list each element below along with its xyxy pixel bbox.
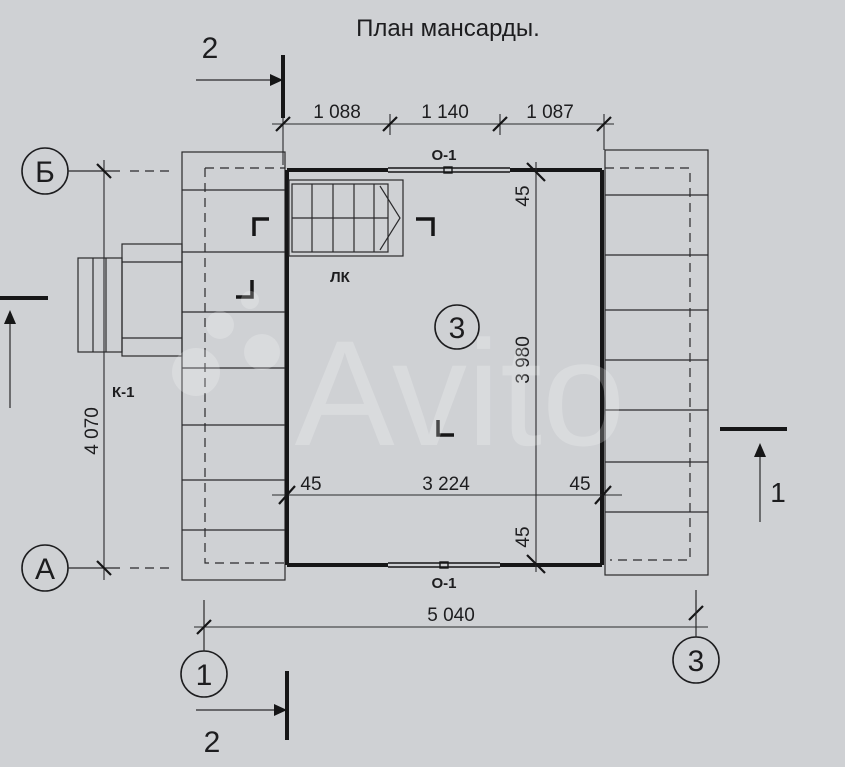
- dim-left-overall: [96, 160, 112, 580]
- section-1-left: [0, 296, 48, 408]
- room-walls: [285, 168, 604, 567]
- section-2-bottom-label: 2: [204, 726, 221, 759]
- axis-1-label: 1: [196, 659, 213, 692]
- window-top-label: О-1: [431, 147, 456, 164]
- dim-inner-height: 3 980: [513, 336, 534, 384]
- axis-a-label: А: [35, 553, 55, 586]
- stair-label: ЛК: [330, 269, 351, 286]
- dim-top-1: 1 088: [313, 102, 361, 123]
- section-1-right-label: 1: [770, 477, 786, 508]
- window-top: [388, 166, 510, 174]
- dim-top-3: 1 087: [526, 102, 574, 123]
- axis-3-label: 3: [688, 645, 705, 678]
- chimney: [77, 243, 183, 357]
- room-number: 3: [449, 312, 466, 345]
- dim-overall-width: 5 040: [427, 605, 475, 626]
- room-marker: 3: [434, 304, 480, 350]
- dim-overall-height: 4 070: [82, 407, 103, 455]
- chimney-label: К-1: [112, 384, 135, 401]
- dim-inner-horizontal: [272, 485, 622, 505]
- dim-bottom-overall: [194, 600, 708, 635]
- dim-wall-bottom: 45: [513, 526, 534, 547]
- dim-inner-width: 3 224: [422, 474, 470, 495]
- staircase: [288, 179, 404, 257]
- dim-wall-left: 45: [300, 474, 321, 495]
- section-1-right: [720, 427, 787, 522]
- watermark-text: Avito: [295, 309, 626, 477]
- section-2-bottom: [196, 671, 289, 740]
- right-eave-block: [604, 149, 709, 576]
- dim-top-2: 1 140: [421, 102, 469, 123]
- watermark: Avito: [172, 291, 625, 477]
- corner-marks: [236, 217, 454, 437]
- axis-b: [21, 147, 175, 195]
- dim-top-chain: [272, 114, 614, 165]
- plan-title: План мансарды.: [356, 15, 540, 42]
- section-2-top-label: 2: [202, 32, 219, 65]
- dim-inner-vertical: [526, 162, 546, 574]
- dim-wall-top: 45: [513, 185, 534, 206]
- window-bottom-label: О-1: [431, 575, 456, 592]
- axis-b-label: Б: [35, 156, 55, 189]
- dim-wall-right: 45: [569, 474, 590, 495]
- axis-a: [21, 544, 175, 592]
- window-bottom: [388, 561, 500, 569]
- section-2-top: [196, 55, 285, 118]
